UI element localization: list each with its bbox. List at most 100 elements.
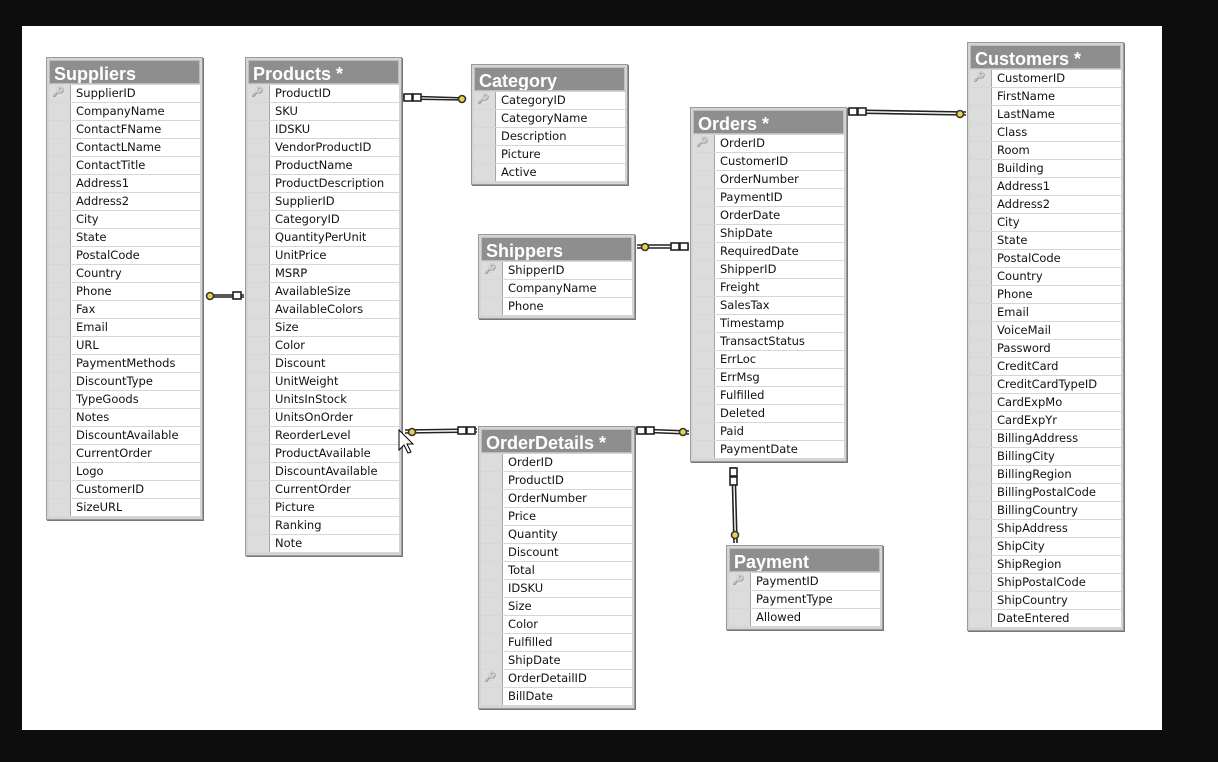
row-selector[interactable] <box>49 229 71 246</box>
row-selector[interactable] <box>693 171 715 188</box>
row-selector[interactable] <box>248 283 270 300</box>
field-row[interactable]: OrderNumber <box>481 490 632 508</box>
field-row[interactable]: MSRP <box>248 265 399 283</box>
field-row[interactable]: ContactTitle <box>49 157 200 175</box>
field-row[interactable]: SizeURL <box>49 499 200 517</box>
row-selector[interactable] <box>970 178 992 195</box>
row-selector[interactable] <box>481 490 503 507</box>
field-row[interactable]: ShipCity <box>970 538 1121 556</box>
field-row[interactable]: SKU <box>248 103 399 121</box>
row-selector[interactable] <box>481 652 503 669</box>
field-row[interactable]: ShipRegion <box>970 556 1121 574</box>
field-row[interactable]: Color <box>481 616 632 634</box>
table-title[interactable]: Customers * <box>970 45 1121 69</box>
row-selector[interactable] <box>248 337 270 354</box>
field-row[interactable]: BillDate <box>481 688 632 706</box>
field-row[interactable]: PaymentID <box>693 189 844 207</box>
row-selector[interactable] <box>729 609 751 626</box>
row-selector[interactable] <box>481 562 503 579</box>
row-selector[interactable] <box>970 322 992 339</box>
row-selector[interactable] <box>49 337 71 354</box>
field-row[interactable]: CustomerID <box>49 481 200 499</box>
field-row[interactable]: Size <box>248 319 399 337</box>
table-customers[interactable]: Customers *CustomerIDFirstNameLastNameCl… <box>967 42 1124 631</box>
field-row[interactable]: CardExpMo <box>970 394 1121 412</box>
field-row[interactable]: RequiredDate <box>693 243 844 261</box>
row-selector[interactable] <box>970 232 992 249</box>
field-row[interactable]: Picture <box>248 499 399 517</box>
row-selector[interactable] <box>481 472 503 489</box>
row-selector[interactable] <box>970 448 992 465</box>
row-selector[interactable] <box>693 189 715 206</box>
field-row[interactable]: UnitsOnOrder <box>248 409 399 427</box>
row-selector[interactable] <box>248 229 270 246</box>
row-selector[interactable] <box>693 207 715 224</box>
row-selector[interactable] <box>49 427 71 444</box>
table-title[interactable]: Suppliers <box>49 60 200 84</box>
primary-key-icon[interactable] <box>474 92 496 109</box>
field-row[interactable]: Active <box>474 164 625 182</box>
row-selector[interactable] <box>970 574 992 591</box>
field-row[interactable]: Address1 <box>49 175 200 193</box>
table-shippers[interactable]: ShippersShipperIDCompanyNamePhone <box>478 234 635 319</box>
field-row[interactable]: ShipDate <box>693 225 844 243</box>
row-selector[interactable] <box>248 499 270 516</box>
field-row[interactable]: Address2 <box>970 196 1121 214</box>
row-selector[interactable] <box>970 502 992 519</box>
field-row[interactable]: UnitsInStock <box>248 391 399 409</box>
row-selector[interactable] <box>970 394 992 411</box>
primary-key-icon[interactable] <box>970 70 992 87</box>
field-row[interactable]: ErrLoc <box>693 351 844 369</box>
row-selector[interactable] <box>693 153 715 170</box>
field-row[interactable]: BillingRegion <box>970 466 1121 484</box>
field-row[interactable]: DiscountType <box>49 373 200 391</box>
row-selector[interactable] <box>693 297 715 314</box>
row-selector[interactable] <box>970 412 992 429</box>
primary-key-icon[interactable] <box>248 85 270 102</box>
row-selector[interactable] <box>474 164 496 181</box>
row-selector[interactable] <box>970 106 992 123</box>
table-title[interactable]: Shippers <box>481 237 632 261</box>
primary-key-icon[interactable] <box>693 135 715 152</box>
field-row[interactable]: IDSKU <box>248 121 399 139</box>
field-row[interactable]: OrderID <box>693 135 844 153</box>
row-selector[interactable] <box>970 466 992 483</box>
row-selector[interactable] <box>474 110 496 127</box>
row-selector[interactable] <box>693 387 715 404</box>
field-row[interactable]: Country <box>970 268 1121 286</box>
row-selector[interactable] <box>970 88 992 105</box>
field-row[interactable]: Total <box>481 562 632 580</box>
field-row[interactable]: TransactStatus <box>693 333 844 351</box>
field-row[interactable]: PaymentType <box>729 591 880 609</box>
field-row[interactable]: OrderNumber <box>693 171 844 189</box>
row-selector[interactable] <box>248 517 270 534</box>
field-row[interactable]: UnitPrice <box>248 247 399 265</box>
field-row[interactable]: ShipperID <box>693 261 844 279</box>
row-selector[interactable] <box>970 160 992 177</box>
field-row[interactable]: ShipAddress <box>970 520 1121 538</box>
row-selector[interactable] <box>248 139 270 156</box>
field-row[interactable]: City <box>970 214 1121 232</box>
field-row[interactable]: Size <box>481 598 632 616</box>
row-selector[interactable] <box>481 688 503 705</box>
field-row[interactable]: LastName <box>970 106 1121 124</box>
row-selector[interactable] <box>49 373 71 390</box>
primary-key-icon[interactable] <box>481 262 503 279</box>
field-row[interactable]: CreditCard <box>970 358 1121 376</box>
row-selector[interactable] <box>970 250 992 267</box>
row-selector[interactable] <box>248 319 270 336</box>
field-row[interactable]: Address2 <box>49 193 200 211</box>
row-selector[interactable] <box>49 301 71 318</box>
row-selector[interactable] <box>970 610 992 627</box>
row-selector[interactable] <box>693 333 715 350</box>
row-selector[interactable] <box>248 247 270 264</box>
field-row[interactable]: BillingCountry <box>970 502 1121 520</box>
field-row[interactable]: City <box>49 211 200 229</box>
row-selector[interactable] <box>970 304 992 321</box>
row-selector[interactable] <box>481 526 503 543</box>
field-row[interactable]: ProductAvailable <box>248 445 399 463</box>
row-selector[interactable] <box>49 193 71 210</box>
field-row[interactable]: DiscountAvailable <box>248 463 399 481</box>
field-row[interactable]: Email <box>49 319 200 337</box>
field-row[interactable]: Fulfilled <box>693 387 844 405</box>
